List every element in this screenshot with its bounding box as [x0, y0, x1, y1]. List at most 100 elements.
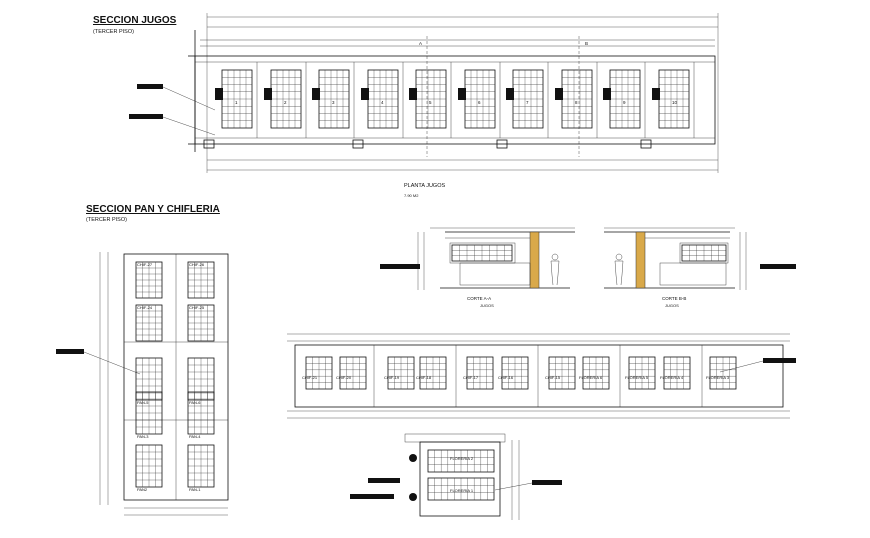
strip-stall-label: CHIF-16 — [498, 375, 514, 380]
strip-counter-grid — [387, 356, 415, 390]
pan-counter-grid — [187, 391, 215, 435]
stall-counter-grid — [512, 69, 544, 129]
stall-counter-grid — [367, 69, 399, 129]
person-figure — [550, 253, 560, 286]
strip-counter-grid — [501, 356, 529, 390]
stall-counter-grid — [318, 69, 350, 129]
juice-stall: 7 — [506, 62, 549, 138]
sink-icon — [264, 88, 272, 100]
strip-counter-grid — [663, 356, 691, 390]
stall-number: 3 — [332, 100, 335, 105]
floreria-label: FLORERIA 2 — [450, 456, 474, 461]
corte-b-label: CORTE B-B — [662, 296, 686, 301]
planta-jugos-area: 7.90 M2 — [404, 193, 419, 198]
floreria-strip-plan: CHIF-21 CHIF-20 CHIF-19 CHIF-18 CHIF-17 CHIF-… — [287, 333, 796, 419]
planta-jugos-title: PLANTA JUGOS — [404, 183, 445, 189]
subtitle-jugos: (TERCER PISO) — [93, 29, 134, 35]
pan-stall-label: PAN-6 — [189, 400, 201, 405]
stall-number: 7 — [526, 100, 529, 105]
sink-icon — [312, 88, 320, 100]
strip-stall-label: CHIF-20 — [336, 375, 352, 380]
pan-counter-grid — [135, 444, 163, 488]
sink-icon — [603, 88, 611, 100]
floreria-label: FLORERIA 1 — [450, 488, 474, 493]
pan-stall-label: PAN-4 — [189, 434, 201, 439]
sink-icon — [361, 88, 369, 100]
title-seccion-pan: SECCION PAN Y CHIFLERIA — [86, 204, 220, 215]
strip-stall-label: CHIF-17 — [463, 375, 479, 380]
corte-a-shelving — [451, 244, 513, 262]
juice-stall: 3 — [312, 62, 355, 138]
strip-stall-label: FLORERIA 6 — [579, 375, 603, 380]
strip-stall-label: FLORERIA 5 — [625, 375, 649, 380]
stall-number: 10 — [672, 100, 678, 105]
person-figure — [614, 253, 624, 286]
pan-stall-label: PAN-1 — [189, 487, 201, 492]
pan-counter-grid — [135, 304, 163, 342]
sink-icon — [652, 88, 660, 100]
strip-counter-grid — [339, 356, 367, 390]
strip-counter-grid — [419, 356, 447, 390]
subtitle-pan: (TERCER PISO) — [86, 217, 127, 223]
pan-stall-label: CHIF-25 — [189, 305, 205, 310]
stall-counter-grid — [609, 69, 641, 129]
juice-stall: 4 — [361, 62, 404, 138]
sink-icon — [215, 88, 223, 100]
strip-stall-label: CHIF-18 — [416, 375, 432, 380]
stall-counter-grid — [561, 69, 593, 129]
juice-stall: 2 — [264, 62, 307, 138]
juice-stall: 1 — [215, 62, 258, 138]
pan-counter-grid — [187, 304, 215, 342]
corte-a-sub: JUGOS — [480, 303, 494, 308]
section-marker-b: B — [585, 41, 588, 46]
section-marker-a: A — [419, 41, 422, 46]
corte-b-sub: JUGOS — [665, 303, 679, 308]
pan-stall-label: PAN-5 — [137, 400, 149, 405]
juice-stall: 9 — [603, 62, 646, 138]
sink-icon — [555, 88, 563, 100]
strip-counter-grid — [466, 356, 494, 390]
sink-icon — [506, 88, 514, 100]
strip-counter-grid — [628, 356, 656, 390]
strip-counter-grid — [548, 356, 576, 390]
stall-counter-grid — [270, 69, 302, 129]
pan-stall-label: PAN2 — [137, 487, 148, 492]
stall-number: 1 — [235, 100, 238, 105]
corte-a-label: CORTE A-A — [467, 296, 491, 301]
corte-b-section: CORTE B-B JUGOS — [604, 227, 796, 308]
juice-stall: 10 — [652, 62, 695, 138]
pan-counter-grid — [187, 444, 215, 488]
flor-counter-grid — [427, 449, 495, 473]
pan-stall-label: PAN-3 — [137, 434, 149, 439]
stall-number: 6 — [478, 100, 481, 105]
stall-counter-grid — [658, 69, 690, 129]
stall-number: 9 — [623, 100, 626, 105]
stall-counter-grid — [221, 69, 253, 129]
strip-counter-grid — [709, 356, 737, 390]
strip-stall-label: CHIF-21 — [302, 375, 318, 380]
juice-stall: 5 — [409, 62, 452, 138]
pan-stall-label: CHIF-24 — [137, 305, 153, 310]
pan-counter-grid — [135, 261, 163, 299]
strip-stall-label: CHIF-19 — [384, 375, 400, 380]
stall-number: 4 — [381, 100, 384, 105]
pan-stall-label: CHIF-26 — [189, 262, 205, 267]
strip-stall-label: CHIF-15 — [545, 375, 561, 380]
stall-counter-grid — [464, 69, 496, 129]
strip-stall-label: FLORERIA 4 — [660, 375, 684, 380]
stall-number: 2 — [284, 100, 287, 105]
pan-counter-grid — [187, 261, 215, 299]
strip-stall-label: FLORERIA 3 — [706, 375, 730, 380]
stall-number: 8 — [575, 100, 578, 105]
pan-counter-grid — [135, 391, 163, 435]
stall-number: 5 — [429, 100, 432, 105]
planta-jugos-plan: A B 1 2 3 4 5 6 7 8 9 10 PLANTA JUGOS 7.90 M2 — [129, 13, 719, 198]
sink-icon — [409, 88, 417, 100]
corte-b-shelving — [681, 244, 727, 262]
juice-stall: 6 — [458, 62, 501, 138]
title-seccion-jugos: SECCION JUGOS — [93, 15, 177, 26]
juice-stall: 8 — [555, 62, 598, 138]
corte-a-section: CORTE A-A JUGOS — [380, 227, 575, 308]
